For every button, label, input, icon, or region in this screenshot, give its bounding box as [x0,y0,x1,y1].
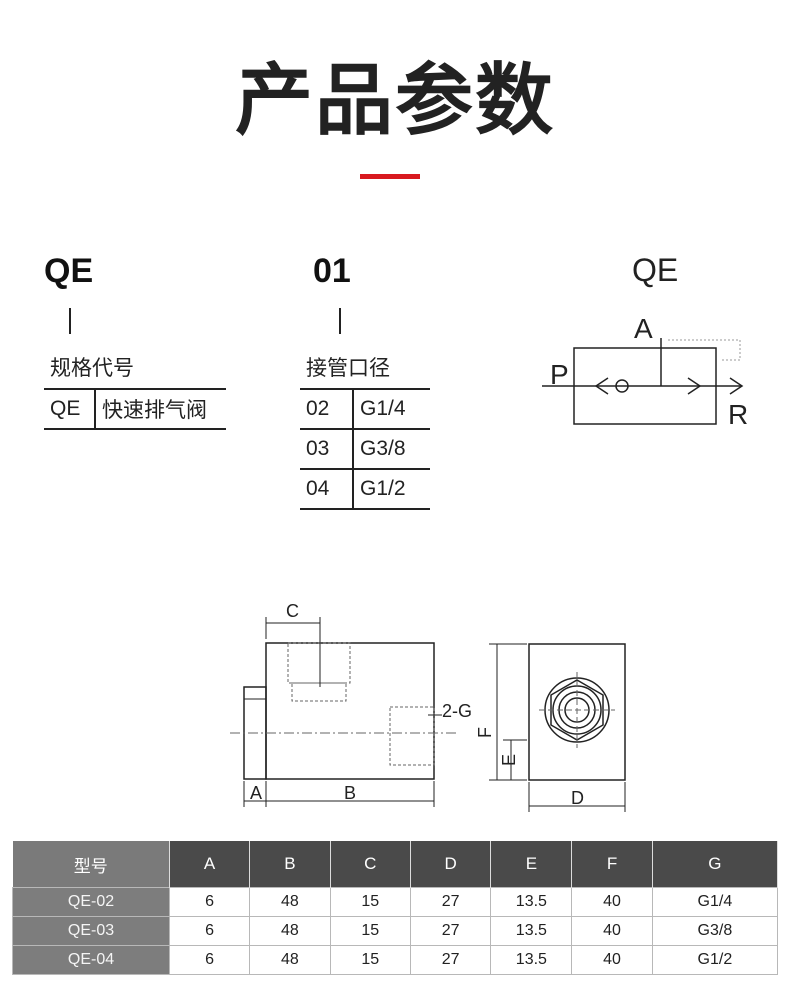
table-row: QE-03 6 48 15 27 13.5 40 G3/8 [11,916,779,946]
cell-model: QE-03 [11,916,171,946]
valve-symbol-diagram: A P R [542,313,748,430]
dim-c-label: C [286,601,299,621]
dim-d-label: D [571,788,584,808]
cell-g: G3/8 [651,916,779,946]
col-header-d: D [410,841,492,888]
cell-c: 15 [329,945,411,975]
port-r-label: R [728,399,748,430]
side-port-hidden [389,706,435,766]
port-a-label: A [634,313,653,344]
top-port-hidden [287,642,351,684]
code-tick-series [69,308,71,334]
spec-code-cell: 04 [300,468,354,510]
spec-table-series: 规格代号 QE 快速排气阀 [44,352,226,430]
side-view-drawing: C 2-G A B [230,601,472,807]
spec-code-cell: 02 [300,388,354,429]
table-row: 02 G1/4 [300,388,430,429]
cell-model: QE-04 [11,945,171,975]
dim-e-label: E [499,754,519,766]
cell-f: 40 [571,916,653,946]
pilot-dashed-line [668,339,741,361]
col-header-c: C [330,841,411,888]
cell-b: 48 [249,945,331,975]
table-row: QE-04 6 48 15 27 13.5 40 G1/2 [11,945,779,975]
code-tick-port [339,308,341,334]
model-code-port: 01 [313,252,351,290]
spec-value-cell: 快速排气阀 [95,388,226,430]
page-title: 产品参数 [234,56,555,146]
port-p-label: P [550,359,569,390]
col-header-f: F [571,841,653,888]
check-left-arrow [594,377,609,395]
cell-f: 40 [571,945,653,975]
cell-e: 13.5 [490,945,573,975]
model-code-series: QE [44,252,94,290]
col-header-g: G [652,841,779,888]
spec-caption-port: 接管口径 [306,357,390,380]
cell-d: 27 [409,945,492,975]
dim-g-label: 2-G [442,701,472,721]
spec-table-port: 接管口径 02 G1/4 03 G3/8 04 G1/2 [300,352,430,510]
dim-f-label: F [475,727,495,738]
title-accent-bar [360,174,420,179]
cell-e: 13.5 [490,916,573,946]
col-header-model: 型号 [12,841,171,888]
table-header-row: 型号 A B C D E F G [12,841,779,888]
cell-a: 6 [169,887,251,917]
symbol-title: QE [632,252,679,288]
table-row: QE 快速排气阀 [44,388,226,430]
check-ball [615,379,629,393]
cell-d: 27 [409,916,492,946]
end-body-outline [528,643,626,781]
cell-a: 6 [169,916,251,946]
cell-b: 48 [249,916,331,946]
spec-code-cell: 03 [300,428,354,469]
spec-value-cell: G1/2 [353,468,430,510]
spec-code-cell: QE [44,388,96,430]
cell-c: 15 [329,887,411,917]
table-row: QE-02 6 48 15 27 13.5 40 G1/4 [11,887,779,917]
exhaust-arrow [687,377,702,395]
cell-d: 27 [409,887,492,917]
parameter-table: 型号 A B C D E F G QE-02 6 48 15 27 13.5 4… [11,841,779,975]
cell-c: 15 [329,916,411,946]
cell-a: 6 [169,945,251,975]
table-row: 03 G3/8 [300,428,430,469]
col-header-b: B [249,841,331,888]
end-view-drawing: F E D [475,643,626,812]
cell-e: 13.5 [490,887,573,917]
cell-model: QE-02 [11,887,171,917]
cell-g: G1/4 [651,887,779,917]
outlet-arrow [729,377,744,395]
table-row: 04 G1/2 [300,468,430,510]
cell-b: 48 [249,887,331,917]
dim-b-label: B [344,783,356,803]
spec-value-cell: G3/8 [353,428,430,469]
cell-f: 40 [571,887,653,917]
col-header-e: E [490,841,573,888]
dim-a-label: A [250,783,262,803]
spec-caption-series: 规格代号 [50,357,134,380]
cell-g: G1/2 [651,945,779,975]
spec-value-cell: G1/4 [353,388,430,429]
col-header-a: A [169,841,251,888]
